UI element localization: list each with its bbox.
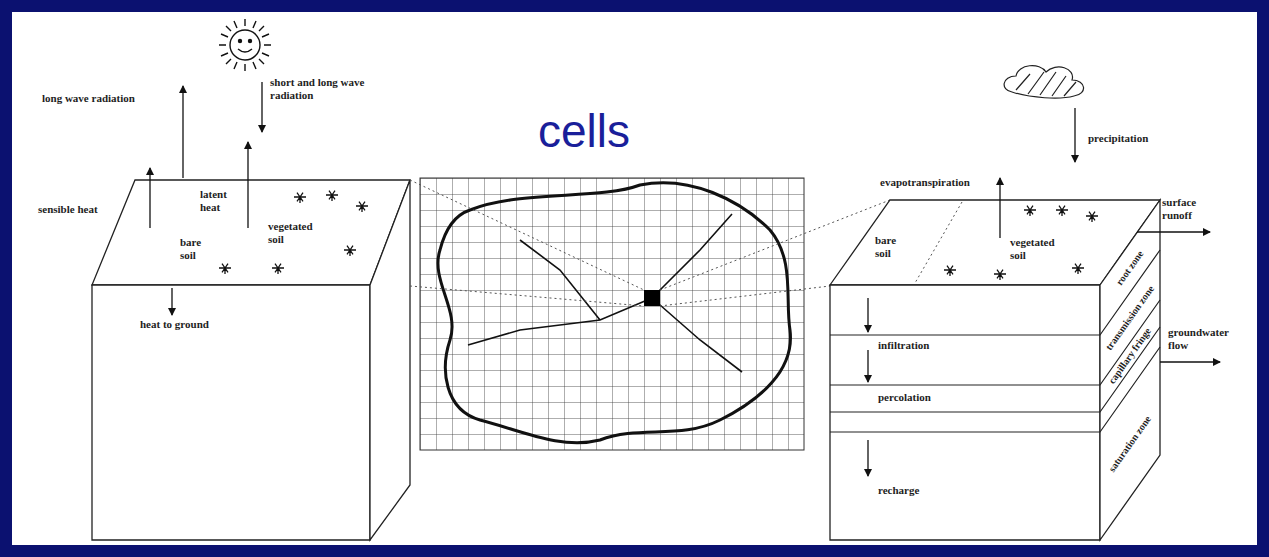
drawing-part	[1004, 66, 1083, 98]
plant-icon	[294, 193, 306, 203]
drawing-part	[238, 49, 252, 52]
cloud-icon	[1004, 66, 1083, 98]
drawing-part	[239, 40, 242, 43]
drawing-part	[171, 288, 172, 315]
drawing-part	[1074, 108, 1075, 162]
watershed-outline	[438, 183, 791, 443]
drawing-part	[149, 168, 150, 228]
process-label: percolation	[878, 391, 931, 404]
river-lines	[468, 214, 742, 372]
drawing-part	[999, 178, 1000, 238]
selected-cell	[644, 290, 660, 306]
process-label: long wave radiation	[42, 92, 135, 105]
drawing-part	[92, 285, 370, 540]
plant-icon	[219, 264, 231, 274]
drawing-part	[410, 180, 644, 290]
drawing-part	[420, 178, 804, 450]
plant-icon	[1056, 206, 1068, 216]
process-label: bare soil	[180, 236, 210, 262]
sun-icon	[219, 19, 271, 71]
process-label: precipitation	[1088, 132, 1148, 145]
drawing-part	[182, 86, 183, 178]
drawing-part	[261, 82, 262, 132]
process-label: latent heat	[200, 188, 240, 214]
drawing-part	[1137, 231, 1210, 232]
drawing-part	[249, 40, 252, 43]
drawing-part	[230, 30, 260, 60]
soil-layers	[830, 250, 1160, 432]
process-label: infiltration	[878, 339, 929, 352]
process-label: vegetated soil	[1010, 236, 1065, 262]
process-label: short and long wave radiation	[270, 76, 400, 102]
drawing-part	[830, 250, 1160, 432]
drawing-part	[1160, 361, 1220, 362]
plant-icon	[1086, 212, 1098, 222]
plant-icon	[994, 270, 1006, 280]
flux-arrows	[150, 82, 262, 315]
drawing-part	[1016, 72, 1076, 96]
drawing-part	[219, 19, 271, 71]
plant-icon	[356, 202, 368, 212]
soil-divider	[915, 202, 962, 283]
plant-icon	[1024, 206, 1036, 216]
process-label: bare soil	[875, 234, 905, 260]
water-cube	[830, 200, 1160, 540]
drawing-part	[867, 298, 868, 332]
drawing-part	[410, 286, 644, 306]
plant-icon	[1072, 264, 1084, 274]
energy-cube	[92, 180, 410, 540]
plant-icon	[944, 266, 956, 276]
drawing-part	[867, 350, 868, 382]
plant-icon	[344, 246, 356, 256]
process-label: evapotranspiration	[880, 176, 970, 189]
process-label: surface runoff	[1162, 196, 1227, 222]
drawing-part	[247, 142, 248, 228]
process-label: recharge	[878, 484, 919, 497]
process-label: vegetated soil	[268, 220, 323, 246]
plant-icon	[272, 264, 284, 274]
plant-icon	[326, 191, 338, 201]
process-label: heat to ground	[140, 318, 209, 331]
flux-arrows	[868, 108, 1220, 476]
zoom-lines	[410, 180, 890, 306]
cell-grid	[420, 178, 804, 450]
plant-icons	[219, 191, 1098, 280]
process-label: sensible heat	[38, 203, 98, 216]
process-label: groundwater flow	[1168, 326, 1248, 352]
drawing-part	[660, 286, 830, 306]
drawing-part	[370, 180, 410, 540]
drawing-part	[92, 180, 410, 285]
drawing-part	[867, 440, 868, 476]
title: cells	[538, 104, 630, 158]
